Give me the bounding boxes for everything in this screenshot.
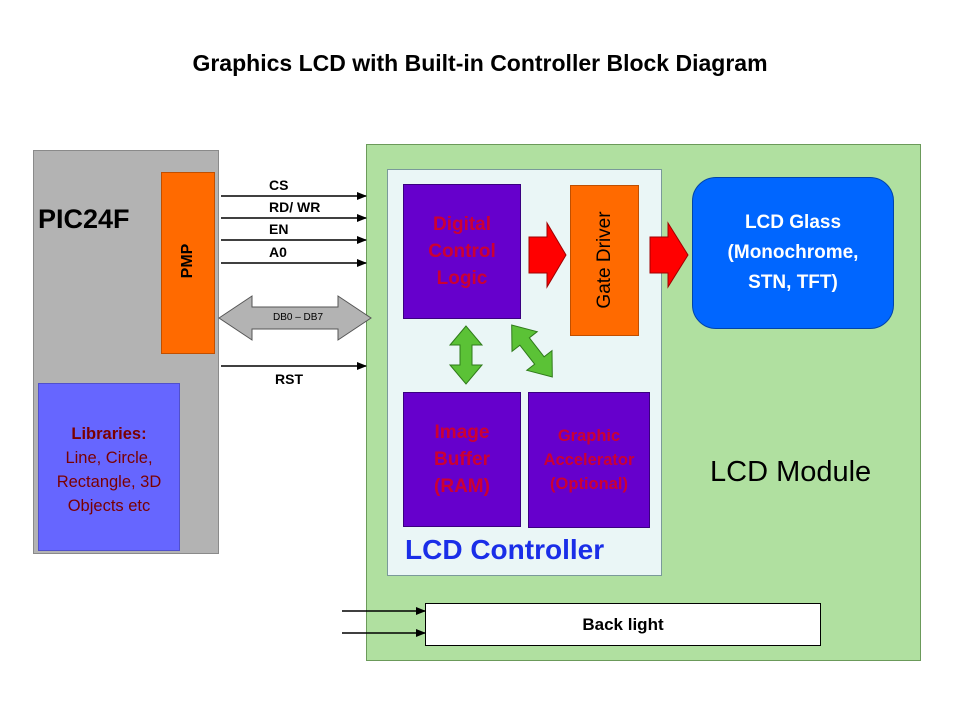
green-arrow-dcl-accelerator bbox=[511, 324, 553, 378]
graphic-accelerator-block: Graphic Accelerator (Optional) bbox=[528, 392, 650, 528]
libraries-header: Libraries: bbox=[71, 425, 147, 443]
libraries-block: Libraries: Line, Circle, Rectangle, 3D O… bbox=[38, 383, 180, 551]
signal-rdwr-label: RD/ WR bbox=[269, 199, 321, 215]
signal-rst-label: RST bbox=[275, 371, 303, 387]
diagram-title: Graphics LCD with Built-in Controller Bl… bbox=[192, 50, 768, 76]
block-text-line: Image bbox=[434, 422, 490, 443]
libraries-line: Objects etc bbox=[67, 497, 151, 515]
backlight-block: Back light bbox=[425, 603, 821, 646]
glass-text-line: (Monochrome, bbox=[727, 242, 859, 263]
block-text-line: Buffer bbox=[434, 449, 490, 470]
image-buffer-block: Image Buffer (RAM) bbox=[403, 392, 521, 527]
pic24f-label: PIC24F bbox=[38, 204, 130, 234]
block-text-line: Logic bbox=[436, 268, 488, 289]
libraries-line: Line, Circle, bbox=[65, 449, 153, 467]
data-bus-label: DB0 – DB7 bbox=[272, 312, 324, 323]
green-arrow-dcl-buffer bbox=[448, 325, 484, 385]
glass-text-line: STN, TFT) bbox=[748, 272, 838, 293]
gate-driver-block bbox=[570, 185, 639, 336]
signal-a0-label: A0 bbox=[269, 244, 287, 260]
red-arrow-gate-to-glass bbox=[649, 221, 689, 289]
block-text-line: Accelerator bbox=[543, 451, 635, 469]
digital-control-logic-block: Digital Control Logic bbox=[403, 184, 521, 319]
block-text-line: (RAM) bbox=[434, 476, 490, 497]
signal-en-label: EN bbox=[269, 221, 289, 237]
glass-text-line: LCD Glass bbox=[744, 212, 842, 233]
pmp-block bbox=[161, 172, 215, 354]
block-text-line: Graphic bbox=[557, 427, 621, 445]
lcd-glass-block: LCD Glass (Monochrome, STN, TFT) bbox=[692, 177, 894, 329]
block-text-line: (Optional) bbox=[550, 475, 628, 493]
libraries-line: Rectangle, 3D bbox=[56, 473, 162, 491]
block-text-line: Control bbox=[428, 241, 496, 262]
signal-cs-label: CS bbox=[269, 177, 289, 193]
lcd-controller-label: LCD Controller bbox=[405, 534, 605, 565]
data-bus-arrow bbox=[218, 295, 372, 341]
lcd-module-label: LCD Module bbox=[710, 456, 872, 488]
block-text-line: Digital bbox=[432, 214, 492, 235]
red-arrow-dcl-to-gate bbox=[528, 221, 567, 289]
